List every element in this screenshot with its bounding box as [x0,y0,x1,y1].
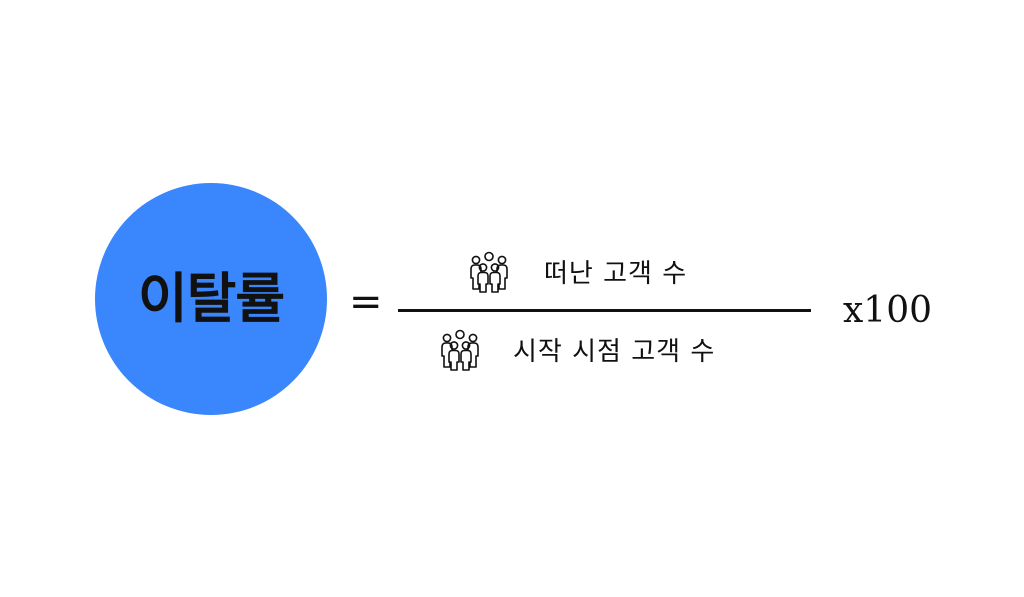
denominator: 시작 시점 고객 수 [437,326,715,372]
numerator-label: 떠난 고객 수 [544,258,688,289]
subject-circle: 이탈률 [95,183,327,415]
people-group-icon [441,329,479,371]
denominator-label: 시작 시점 고객 수 [513,336,716,367]
people-group-icon [470,251,508,293]
subject-label: 이탈률 [137,267,285,330]
fraction-bar [398,309,811,312]
numerator: 떠난 고객 수 [466,248,687,294]
multiplier: x100 [843,290,933,331]
equals-sign: = [349,279,383,325]
